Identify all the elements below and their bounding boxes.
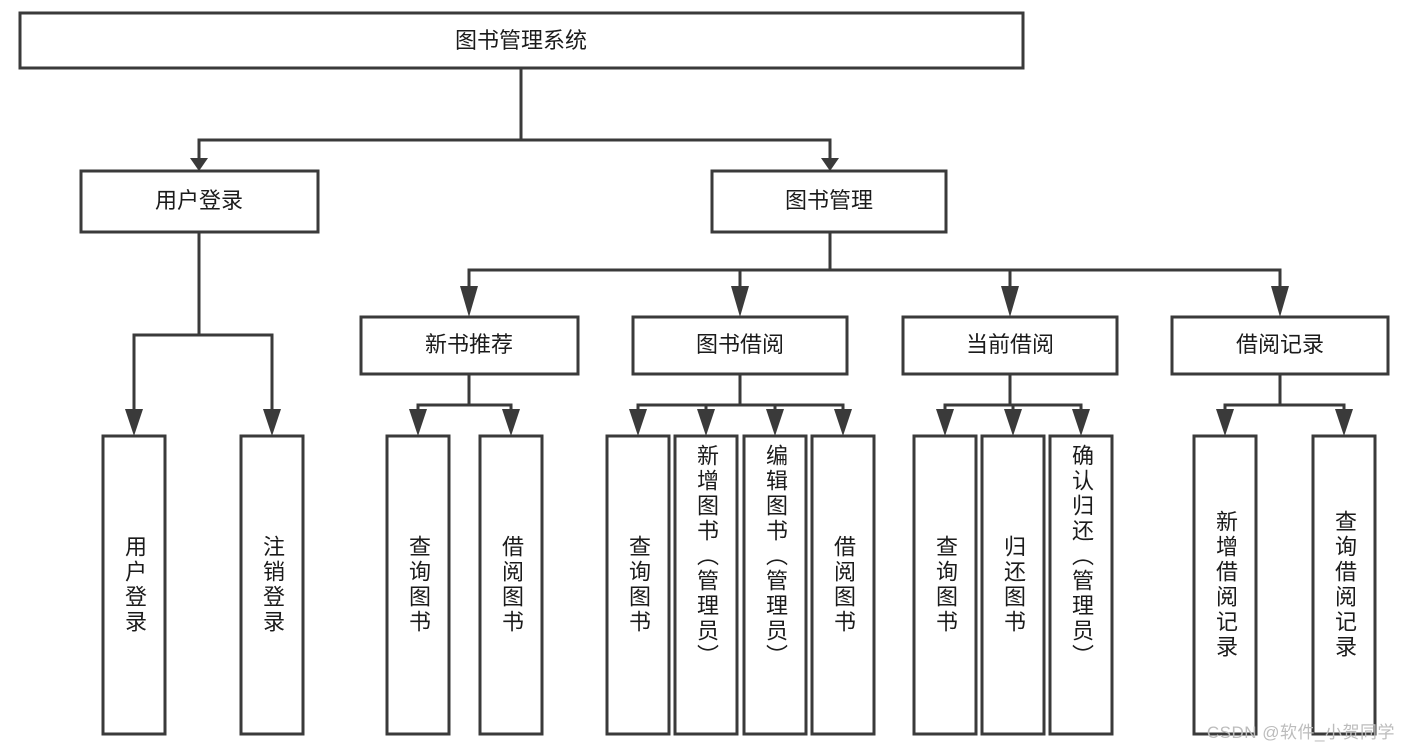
leaf-box-8[interactable] bbox=[810, 434, 876, 736]
leaf-box-13[interactable] bbox=[1311, 434, 1377, 736]
arrow-head-icon bbox=[125, 409, 143, 436]
leaf-box-10[interactable] bbox=[980, 434, 1046, 736]
arrow-head-icon bbox=[502, 409, 520, 436]
arrow-head-icon bbox=[263, 409, 281, 436]
level3-box-2[interactable] bbox=[631, 315, 849, 376]
level3-label-3: 当前借阅 bbox=[966, 332, 1054, 357]
node-user-login[interactable]: 用户登录 bbox=[79, 169, 320, 234]
leaf-box-3[interactable] bbox=[385, 434, 451, 736]
leaf-box-5[interactable] bbox=[605, 434, 671, 736]
leaf-box-1[interactable] bbox=[101, 434, 167, 736]
level3-box-4[interactable] bbox=[1170, 315, 1390, 376]
level3-label-1: 新书推荐 bbox=[425, 332, 513, 357]
arrow-head-icon bbox=[1001, 286, 1019, 317]
level3-box-3[interactable] bbox=[901, 315, 1119, 376]
csdn-watermark: CSDN @软件_小贺同学 bbox=[1206, 723, 1395, 742]
arrow-head-icon bbox=[190, 158, 208, 171]
arrow-head-icon bbox=[1004, 409, 1022, 436]
arrow-heads bbox=[125, 158, 1353, 436]
node-new-book-recommend[interactable]: 新书推荐 bbox=[359, 315, 580, 376]
arrow-head-icon bbox=[1216, 409, 1234, 436]
arrow-head-icon bbox=[1335, 409, 1353, 436]
arrow-head-icon bbox=[1271, 286, 1289, 317]
leaf-box-11[interactable] bbox=[1048, 434, 1114, 736]
node-book-management[interactable]: 图书管理 bbox=[710, 169, 948, 234]
arrow-head-icon bbox=[731, 286, 749, 317]
arrow-head-icon bbox=[460, 286, 478, 317]
level3-box-1[interactable] bbox=[359, 315, 580, 376]
leaf-boxes[interactable] bbox=[101, 434, 1377, 736]
node-book-borrow[interactable]: 图书借阅 bbox=[631, 315, 849, 376]
leaf-box-6[interactable] bbox=[673, 434, 739, 736]
arrow-head-icon bbox=[629, 409, 647, 436]
leaf-box-7[interactable] bbox=[742, 434, 808, 736]
arrow-head-icon bbox=[409, 409, 427, 436]
root-box[interactable] bbox=[18, 11, 1025, 70]
arrow-head-icon bbox=[1072, 409, 1090, 436]
node-root[interactable]: 图书管理系统 bbox=[18, 11, 1025, 70]
leaf-box-9[interactable] bbox=[912, 434, 978, 736]
node-borrow-records[interactable]: 借阅记录 bbox=[1170, 315, 1390, 376]
arrow-head-icon bbox=[936, 409, 954, 436]
level3-label-4: 借阅记录 bbox=[1236, 332, 1324, 357]
root-label: 图书管理系统 bbox=[455, 28, 587, 53]
level2-label-2: 图书管理 bbox=[785, 188, 873, 213]
node-current-borrow[interactable]: 当前借阅 bbox=[901, 315, 1119, 376]
level2-label-1: 用户登录 bbox=[155, 188, 243, 213]
level3-label-2: 图书借阅 bbox=[696, 332, 784, 357]
leaf-box-12[interactable] bbox=[1192, 434, 1258, 736]
arrow-head-icon bbox=[821, 158, 839, 171]
leaf-box-4[interactable] bbox=[478, 434, 544, 736]
arrow-head-icon bbox=[766, 409, 784, 436]
level2-box-1[interactable] bbox=[79, 169, 320, 234]
level2-box-2[interactable] bbox=[710, 169, 948, 234]
arrow-head-icon bbox=[834, 409, 852, 436]
arrow-head-icon bbox=[697, 409, 715, 436]
leaf-box-2[interactable] bbox=[239, 434, 305, 736]
